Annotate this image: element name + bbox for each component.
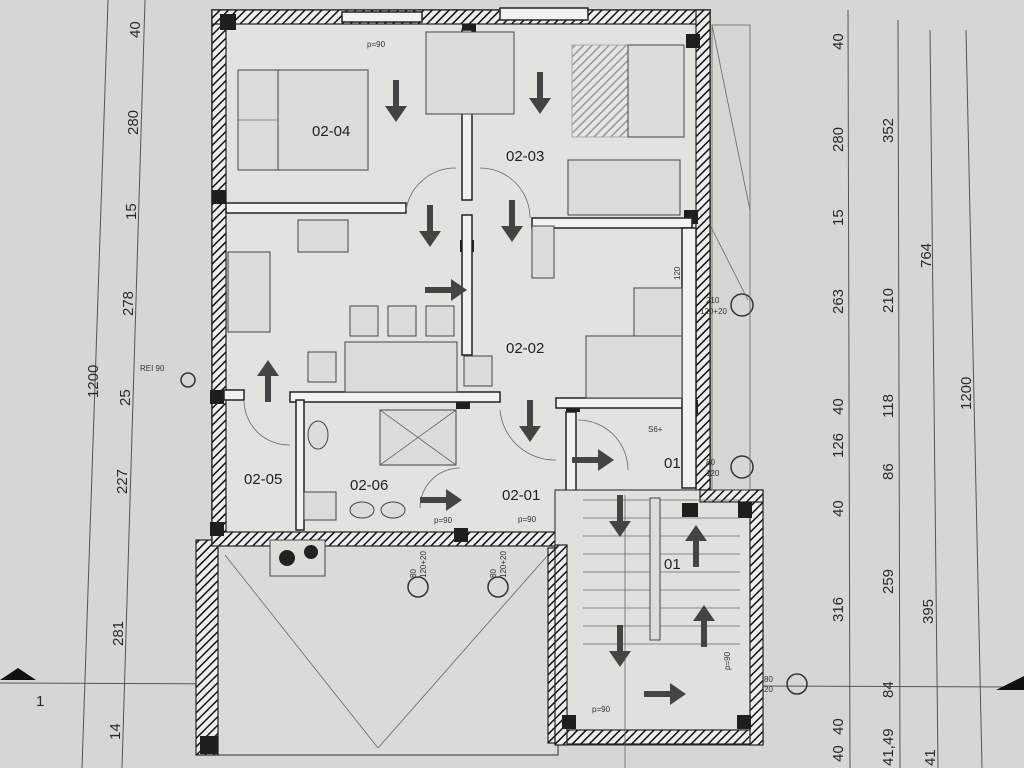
dim-text: 352 <box>880 118 897 143</box>
dim-text: 40 <box>127 21 144 38</box>
dim-text: 15 <box>830 209 847 226</box>
dim-text: 126 <box>830 433 847 458</box>
room-label-02-05: 02-05 <box>244 471 282 488</box>
section-marker-left <box>0 668 36 680</box>
room-labels: 02-04 02-03 02-02 02-05 02-06 02-01 01 0… <box>244 123 681 573</box>
direction-arrow-icon <box>685 525 707 567</box>
dim-text: 259 <box>880 569 897 594</box>
dim-text: 40 <box>830 33 847 50</box>
room-label-02-02: 02-02 <box>506 340 544 357</box>
door-label: p=90 <box>434 516 453 525</box>
dim-text: 210 <box>880 288 897 313</box>
door-label: p=90 <box>518 515 537 524</box>
dim-text: 227 <box>114 469 131 494</box>
dim-text: 1200 <box>85 365 102 398</box>
right-dimension-chain-2: 352 210 118 86 259 84 41,49 <box>880 118 897 766</box>
direction-arrow-icon <box>572 449 614 471</box>
dim-text: 14 <box>107 723 124 740</box>
direction-arrow-icon <box>529 72 551 114</box>
room-label-01-stair: 01 <box>664 556 681 573</box>
section-marker-right <box>996 676 1024 690</box>
socket-label: S6+ <box>648 425 663 434</box>
dim-text: 118 <box>880 394 897 418</box>
direction-arrow-icon <box>425 279 467 301</box>
dim-text: 25 <box>117 389 134 406</box>
window-label: 210 <box>706 296 720 305</box>
annotations: REI 90 p=90 p=90 p=90 p=90 p=90 210 120+… <box>140 40 773 714</box>
direction-arrow-icon <box>644 683 686 705</box>
door-label: p=90 <box>592 705 611 714</box>
window-label: 80 <box>706 458 715 467</box>
window-label: 120+20 <box>499 551 508 578</box>
window-label: 120 <box>673 266 682 280</box>
dim-text: 41,49 <box>880 728 897 766</box>
terrace <box>195 539 561 756</box>
dim-text: 1200 <box>958 377 975 410</box>
dim-text: 15 <box>123 203 140 220</box>
dim-text: 764 <box>918 243 935 268</box>
window-label: 80 <box>764 675 773 684</box>
direction-arrow-icon <box>257 360 279 402</box>
right-dimension-chain-3: 764 395 41 1200 <box>918 243 975 766</box>
dim-text: 281 <box>110 621 127 646</box>
dim-text: 395 <box>920 599 937 624</box>
dim-text: 316 <box>830 597 847 622</box>
left-dimension-chain: 40 280 15 278 25 227 281 14 1200 <box>85 21 144 740</box>
direction-arrow-icon <box>609 495 631 537</box>
dim-text: 40 <box>830 718 847 735</box>
fire-rating-label: REI 90 <box>140 364 165 373</box>
dim-text: 280 <box>125 110 142 135</box>
upper-floor <box>210 7 711 577</box>
room-label-02-06: 02-06 <box>350 477 388 494</box>
dim-text: 41 <box>922 749 939 766</box>
dim-text: 280 <box>830 127 847 152</box>
door-label: p=90 <box>723 651 732 670</box>
direction-arrow-icon <box>693 605 715 647</box>
direction-arrows <box>257 72 715 705</box>
window-label: 20 <box>764 685 773 694</box>
dim-text: 40 <box>830 500 847 517</box>
room-label-02-04: 02-04 <box>312 123 350 140</box>
dim-text: 263 <box>830 289 847 314</box>
direction-arrow-icon <box>385 80 407 122</box>
section-label: 1 <box>36 693 44 710</box>
window-label: 120+20 <box>700 307 727 316</box>
window-label: 80 <box>409 569 418 578</box>
dim-text: 278 <box>120 291 137 316</box>
direction-arrow-icon <box>609 625 631 667</box>
right-dimension-chain-1: 40 280 15 263 40 126 40 316 40 40 <box>830 33 847 762</box>
dim-text: 40 <box>830 398 847 415</box>
dim-text: 86 <box>880 463 897 480</box>
window-label: 80 <box>489 569 498 578</box>
direction-arrow-icon <box>501 200 523 242</box>
direction-arrow-icon <box>519 400 541 442</box>
direction-arrow-icon <box>420 489 462 511</box>
dim-text: 84 <box>880 681 897 698</box>
window-label: 120 <box>706 469 720 478</box>
window-label: 120+20 <box>419 551 428 578</box>
direction-arrow-icon <box>419 205 441 247</box>
window-markers <box>180 24 808 695</box>
door-label: p=90 <box>367 40 386 49</box>
room-label-02-03: 02-03 <box>506 148 544 165</box>
dim-text: 40 <box>830 745 847 762</box>
staircase <box>554 489 764 768</box>
room-label-01-upper: 01 <box>664 455 681 472</box>
room-label-02-01: 02-01 <box>502 487 540 504</box>
